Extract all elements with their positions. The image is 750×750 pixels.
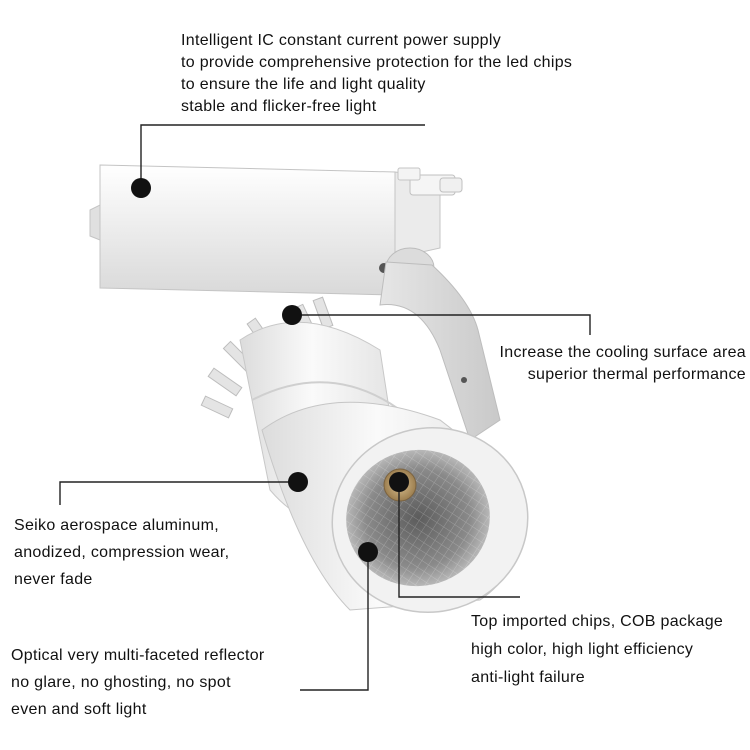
leader-line-chips [398,482,520,598]
marker-dots [131,178,409,562]
driver-box [89,164,463,296]
callout-line: even and soft light [11,701,147,718]
callout-line: superior thermal performance [527,366,746,383]
callout-line: no glare, no ghosting, no spot [11,674,231,691]
callout-line: anodized, compression wear, [14,544,230,561]
callout-line: stable and flicker-free light [181,98,377,115]
marker-dot-power-supply [131,178,151,198]
callout-line: Optical very multi-faceted reflector [11,647,265,664]
callout-line: Top imported chips, COB package [471,613,724,630]
marker-dot-cooling [282,305,302,325]
leader-line-cooling [292,314,591,335]
leader-line-reflector [300,552,369,691]
callout-line: Increase the cooling surface area [499,344,746,361]
bracket-arm [379,247,501,441]
front-housing [261,401,529,614]
leader-lines [59,124,591,691]
callout-aluminum: Seiko aerospace aluminum, anodized, comp… [14,512,229,593]
callout-line: to ensure the life and light quality [181,76,426,93]
callout-line: high color, high light efficiency [471,641,694,658]
marker-dot-aluminum [288,472,308,492]
callout-line: Seiko aerospace aluminum, [14,517,219,534]
marker-dot-chips [389,472,409,492]
callout-line: never fade [14,571,93,588]
callout-line: anti-light failure [471,669,585,686]
leader-line-power-supply [140,124,425,188]
callout-power-supply: Intelligent IC constant current power su… [181,30,572,118]
callout-chips: Top imported chips, COB package high col… [471,608,723,692]
callout-line: Intelligent IC constant current power su… [181,32,502,49]
leader-line-aluminum [59,481,298,505]
marker-dot-reflector [358,542,378,562]
callout-cooling: Increase the cooling surface area superi… [500,342,747,386]
callout-reflector: Optical very multi-faceted reflector no … [11,642,265,723]
callout-line: to provide comprehensive protection for … [181,54,573,71]
